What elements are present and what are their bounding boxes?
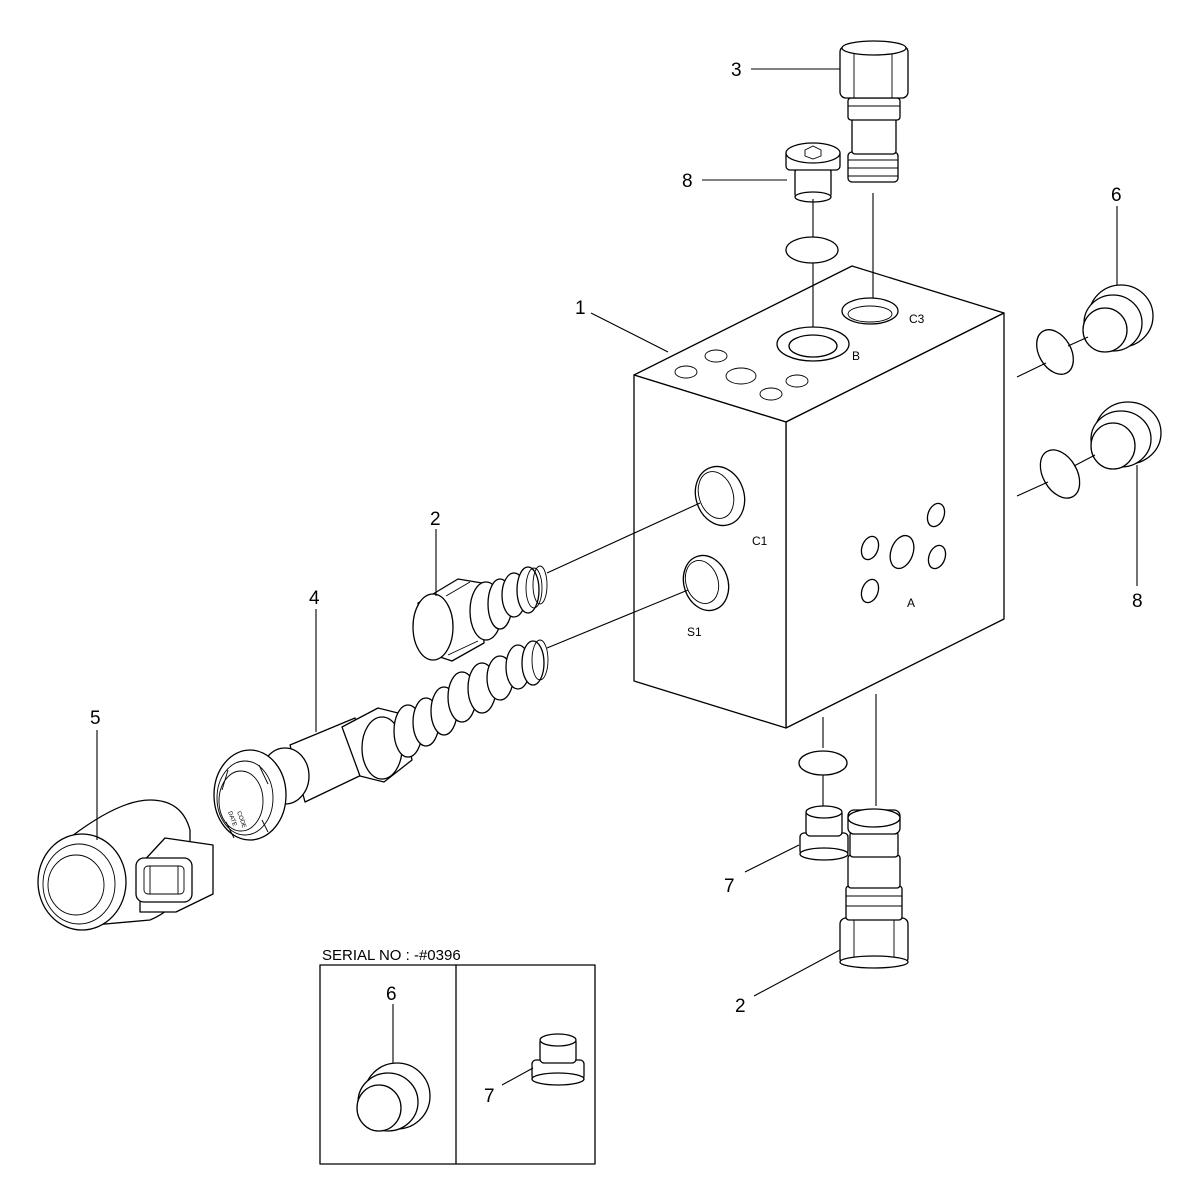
- port-label-a: A: [907, 596, 915, 610]
- callout-8-top: 8: [682, 171, 693, 192]
- callout-6-right: 6: [1111, 185, 1122, 206]
- port-label-s1: S1: [687, 625, 702, 639]
- callout-5: 5: [90, 708, 101, 729]
- port-label-b: B: [852, 349, 860, 363]
- solenoid-valve: [213, 639, 549, 841]
- plug-right-upper: [1082, 284, 1154, 353]
- plug-top: [785, 142, 841, 203]
- port-label-c1: C1: [752, 534, 768, 548]
- plug-right-lower: [1090, 401, 1162, 470]
- callout-3: 3: [731, 60, 742, 81]
- callout-6-inset: 6: [386, 984, 397, 1005]
- o-ring-bottom: [798, 750, 848, 776]
- solenoid-coil: [37, 799, 214, 931]
- inset-serial-title: SERIAL NO : -#0396: [322, 947, 461, 964]
- cartridge-valve-top: [839, 40, 909, 183]
- callout-7-bottom: 7: [724, 876, 735, 897]
- o-ring-right-lower: [1039, 449, 1081, 499]
- serial-inset: [319, 964, 596, 1165]
- callout-7-inset: 7: [484, 1086, 495, 1107]
- nut-marking-line1: DATE: [226, 811, 237, 828]
- callout-4: 4: [309, 588, 320, 609]
- plug-bottom: [799, 805, 849, 861]
- o-ring-top: [785, 236, 839, 264]
- valve-block: [633, 265, 1005, 729]
- callout-1: 1: [575, 298, 586, 319]
- cartridge-bottom: [839, 808, 909, 969]
- o-ring-right-upper: [1036, 329, 1074, 375]
- nut-marking-line2: CODE: [235, 811, 247, 829]
- callout-2-left: 2: [430, 509, 441, 530]
- port-label-c3: C3: [909, 312, 925, 326]
- cartridge-left-upper: [412, 565, 548, 662]
- callout-8-right: 8: [1132, 591, 1143, 612]
- callout-2-bottom: 2: [735, 996, 746, 1017]
